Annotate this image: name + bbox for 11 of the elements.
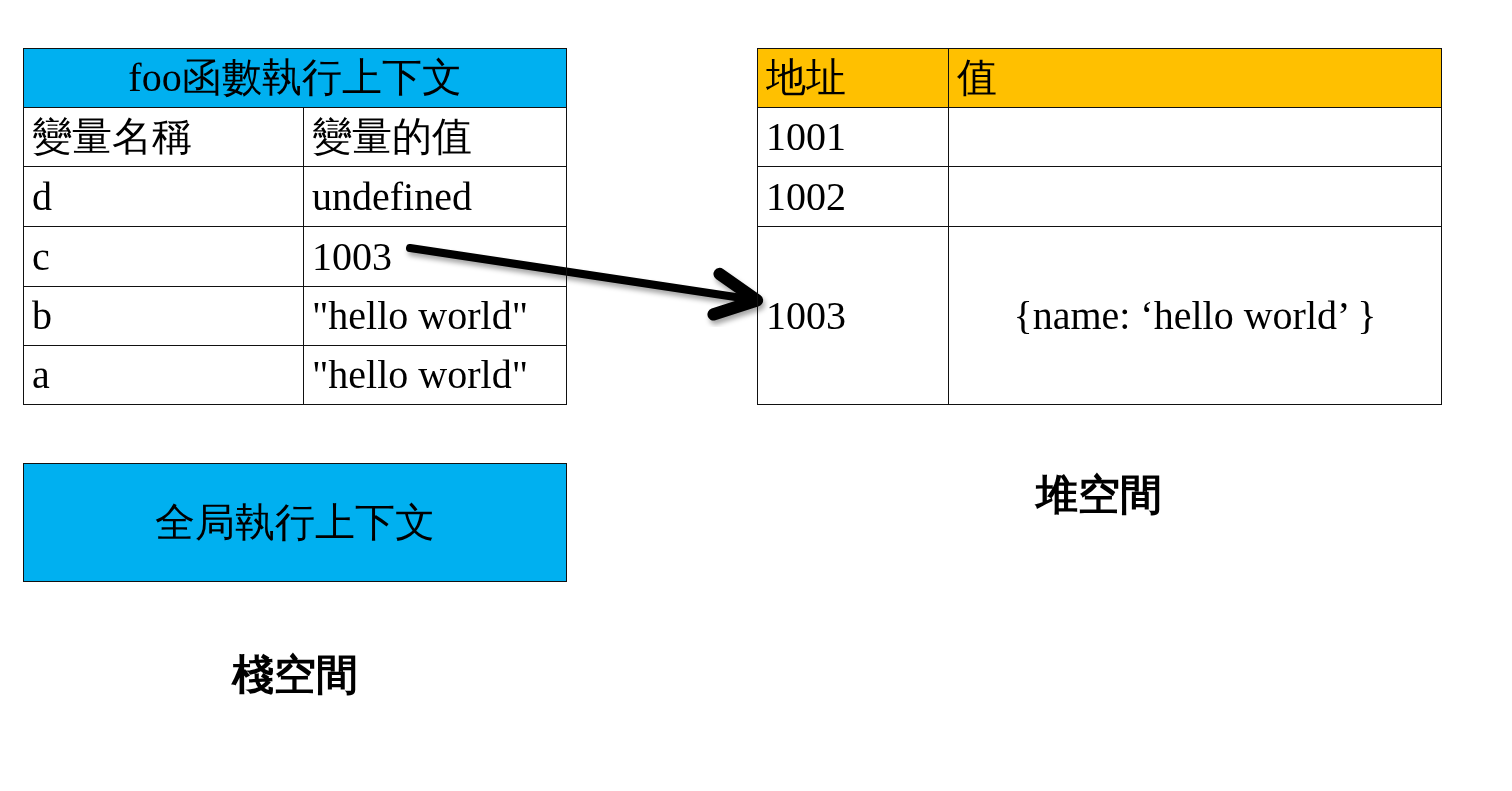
context-box: 全局執行上下文 bbox=[23, 463, 567, 582]
arrow bbox=[406, 244, 764, 321]
table-header-cell: 地址 bbox=[757, 48, 949, 108]
table-header-cell: foo函數執行上下文 bbox=[23, 48, 567, 108]
table-cell: "hello world" bbox=[303, 345, 567, 405]
table-header-cell: 值 bbox=[948, 48, 1442, 108]
section-label: 棧空間 bbox=[232, 651, 358, 699]
table-cell: 1003 bbox=[757, 226, 949, 405]
section-label: 堆空間 bbox=[1036, 471, 1162, 519]
table-cell: {name: ‘hello world’ } bbox=[948, 226, 1442, 405]
table-cell: a bbox=[23, 345, 304, 405]
